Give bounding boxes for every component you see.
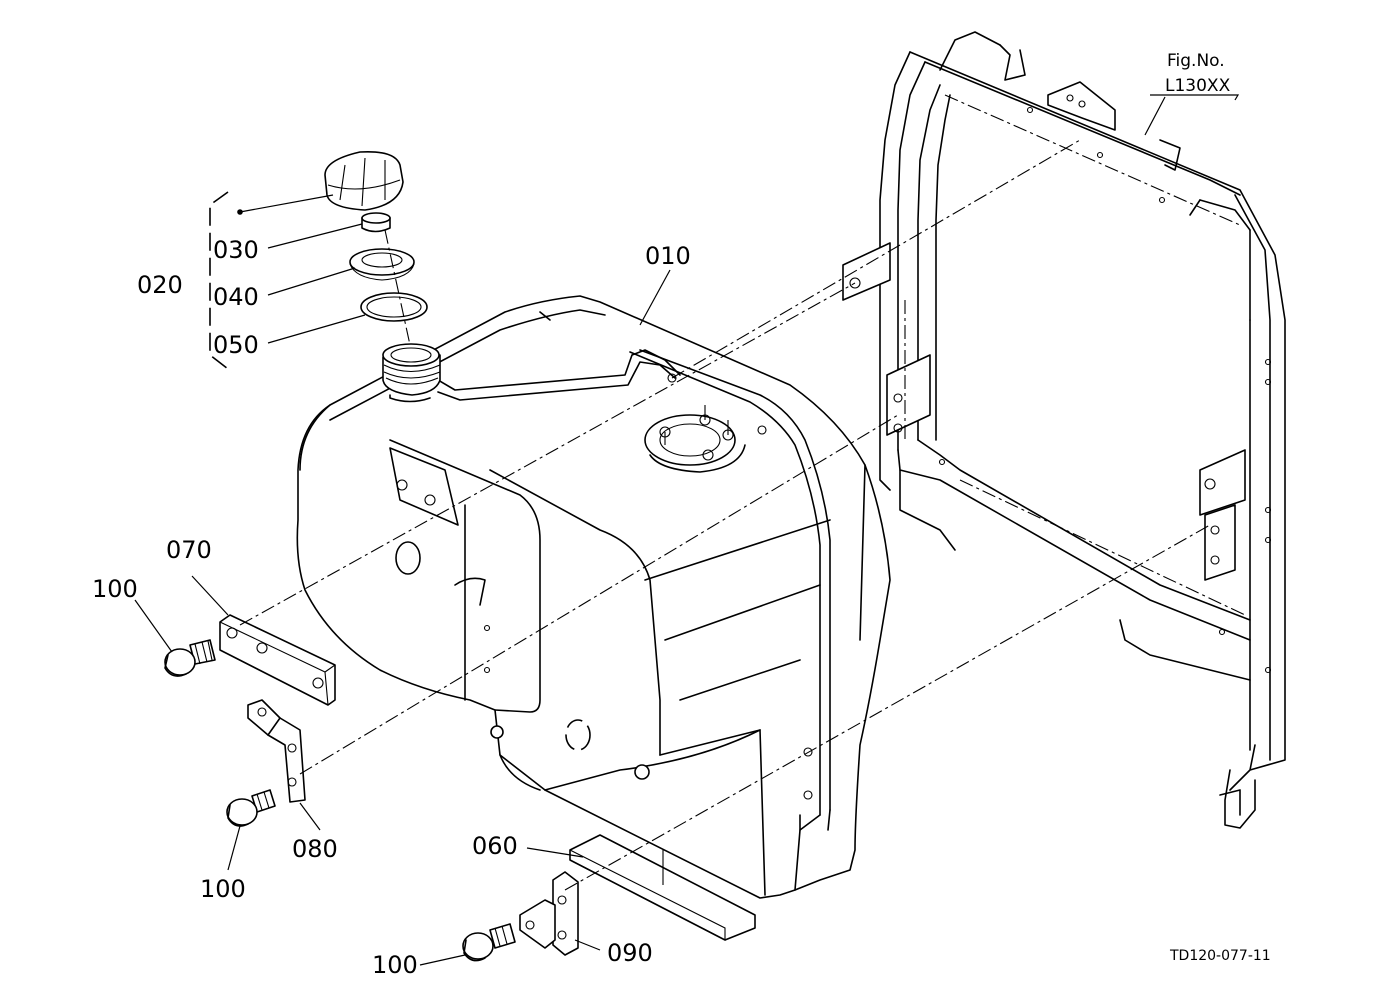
assembly-lines	[239, 139, 1211, 891]
callout-040: 040	[213, 283, 259, 311]
bracket-080	[247, 699, 306, 803]
bolt-100-upper	[164, 639, 216, 677]
figure-ref-line2: L130XX	[1165, 76, 1231, 96]
bracket-070	[219, 614, 336, 706]
callout-labels: 010 020 030 040 050 060 070 080 090 100 …	[92, 51, 1271, 979]
callout-020: 020	[137, 271, 183, 299]
callout-050: 050	[213, 331, 259, 359]
callout-100-upper: 100	[92, 575, 138, 603]
leader-lines	[134, 94, 1240, 966]
bolt-100-lower	[462, 923, 516, 962]
callout-070: 070	[166, 536, 212, 564]
fuel-tank	[296, 295, 891, 899]
strap-060	[569, 834, 756, 941]
figure-ref-line1: Fig.No.	[1167, 51, 1225, 71]
callout-090: 090	[607, 939, 653, 967]
filler-cap-assembly	[209, 150, 428, 373]
callout-100-middle: 100	[200, 875, 246, 903]
bolt-100-middle	[226, 789, 276, 827]
callout-100-lower: 100	[372, 951, 418, 979]
bracket-090	[519, 871, 579, 956]
drawing-id: TD120-077-11	[1169, 948, 1271, 964]
callout-010: 010	[645, 242, 691, 270]
callout-080: 080	[292, 835, 338, 863]
callout-030: 030	[213, 236, 259, 264]
callout-060: 060	[472, 832, 518, 860]
frame-assembly	[842, 31, 1286, 829]
